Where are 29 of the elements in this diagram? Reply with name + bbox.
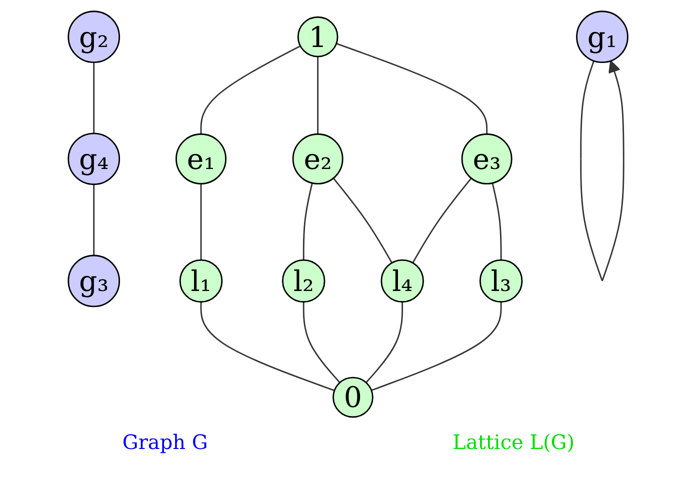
connector xyxy=(492,182,502,260)
connector xyxy=(318,56,319,134)
connector xyxy=(372,302,502,392)
caption: Graph G xyxy=(122,430,208,454)
caption: Lattice L(G) xyxy=(452,430,575,454)
node-circle: e₁ xyxy=(176,133,227,184)
node-circle: l₂ xyxy=(282,259,326,303)
node-circle: g₃ xyxy=(68,254,120,308)
connector xyxy=(303,182,314,260)
connector xyxy=(94,62,96,134)
connector xyxy=(200,45,302,134)
connector xyxy=(333,178,393,264)
connector xyxy=(94,184,96,256)
node-circle: l₄ xyxy=(381,259,424,303)
node-circle: g₂ xyxy=(68,10,120,64)
node-circle: e₂ xyxy=(292,133,344,184)
node-circle: l₁ xyxy=(180,259,224,303)
node-circle: 0 xyxy=(333,376,374,418)
node-circle: 1 xyxy=(298,16,339,58)
node-circle: e₃ xyxy=(462,133,513,184)
connector xyxy=(336,42,488,134)
connector xyxy=(366,302,404,384)
node-circle: g₄ xyxy=(68,132,120,186)
connector xyxy=(200,302,336,392)
connector xyxy=(412,178,472,264)
connector xyxy=(200,184,202,260)
node-circle: g₁ xyxy=(576,10,629,64)
connector xyxy=(303,302,341,384)
node-circle: l₃ xyxy=(480,259,524,303)
